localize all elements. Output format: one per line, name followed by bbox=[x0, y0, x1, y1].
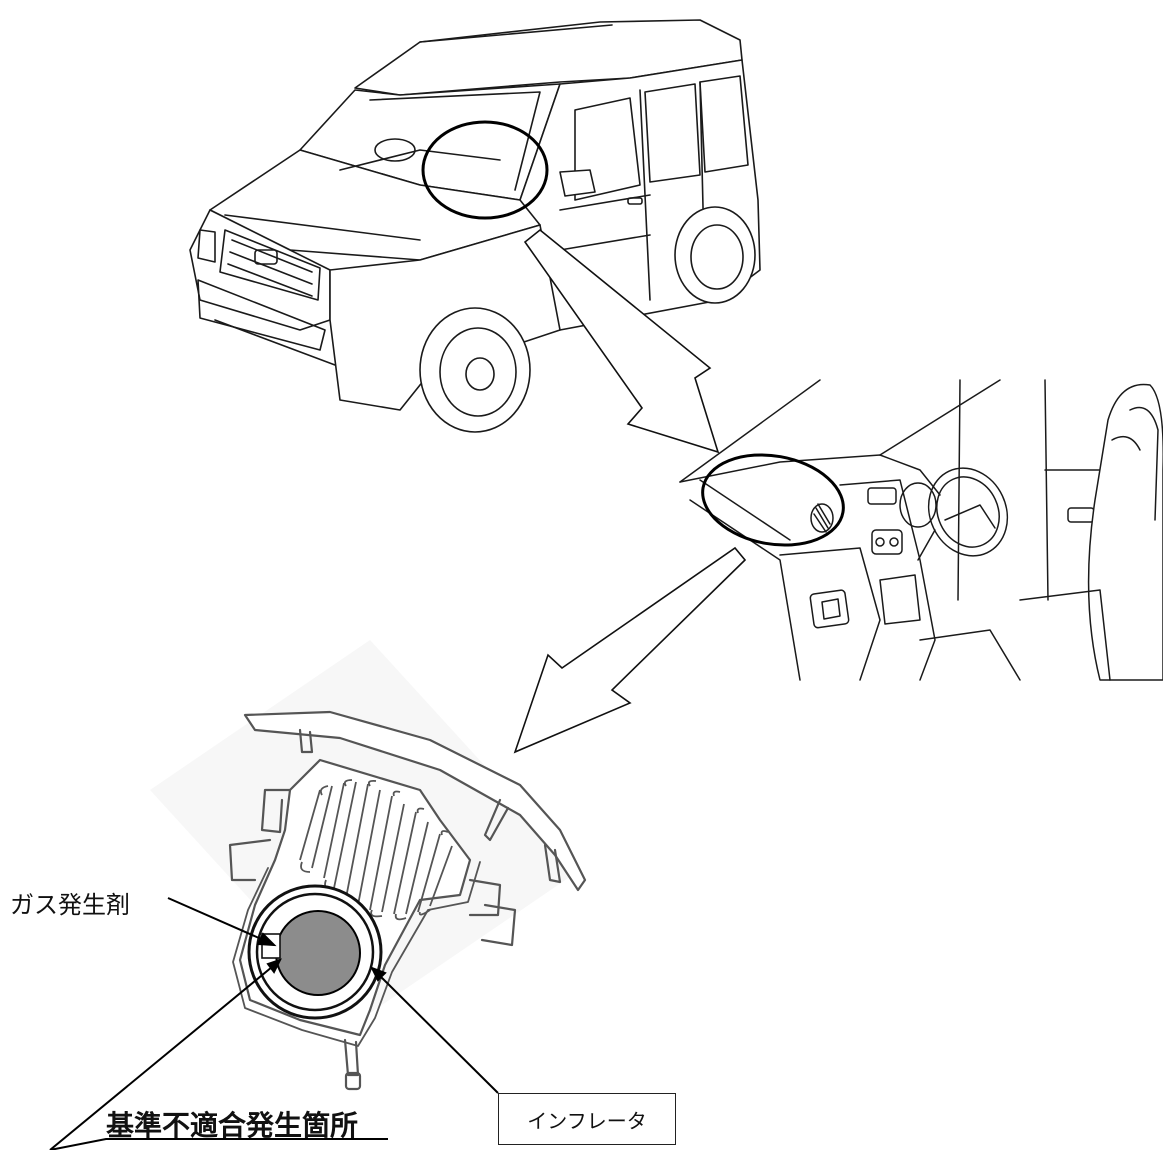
inflator-label: インフレータ bbox=[527, 1108, 647, 1133]
dashboard-illustration bbox=[679, 379, 1163, 681]
airbag-module bbox=[150, 640, 587, 1091]
inflator-leader bbox=[375, 971, 499, 1094]
defect-location-label: 基準不適合発生箇所 bbox=[106, 1109, 359, 1142]
defect-leader bbox=[49, 961, 279, 1150]
vehicle-highlight-circle bbox=[421, 120, 549, 220]
gas-generant-leader bbox=[167, 897, 269, 943]
gas-generant-label: ガス発生剤 bbox=[10, 891, 130, 919]
zoom-arrow-1 bbox=[523, 228, 720, 454]
gas-generant-disc bbox=[275, 910, 361, 996]
inflator-label-box: インフレータ bbox=[498, 1093, 676, 1145]
defect-underline bbox=[49, 1138, 388, 1150]
zoom-arrow-2 bbox=[513, 546, 747, 754]
vehicle-illustration bbox=[189, 19, 761, 433]
dashboard-highlight-circle bbox=[701, 453, 845, 547]
